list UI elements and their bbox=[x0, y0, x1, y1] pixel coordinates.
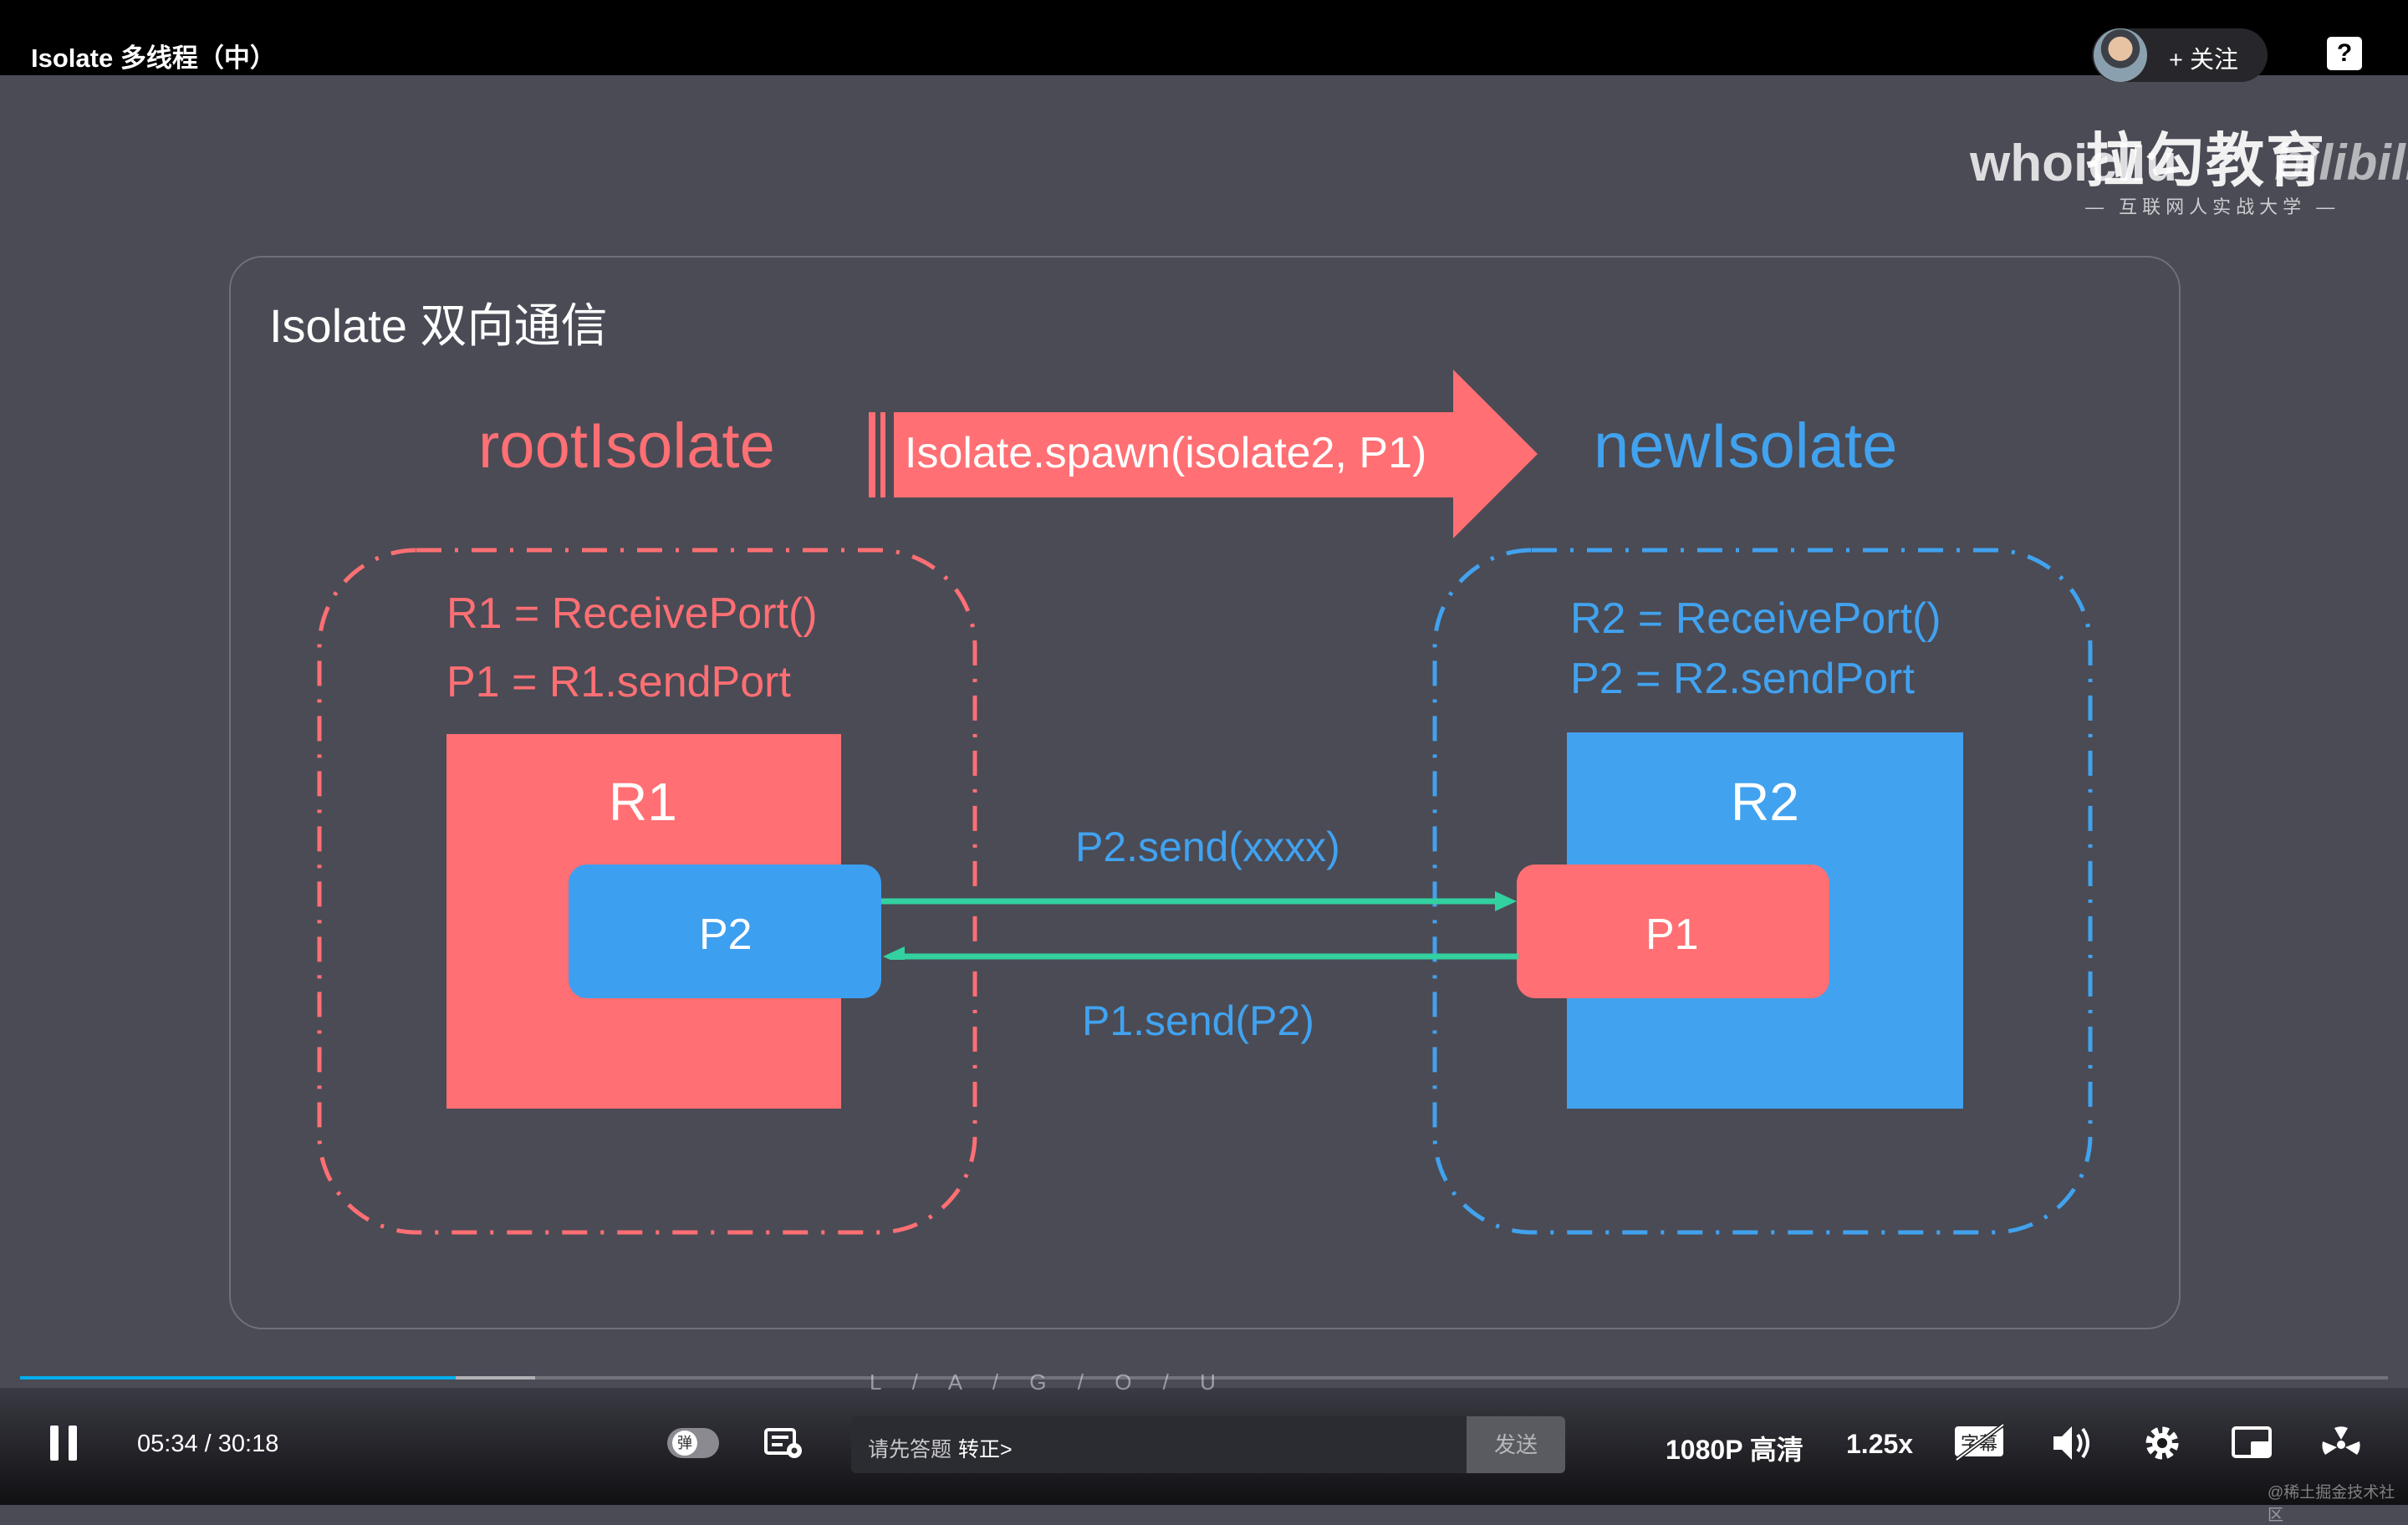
uploader-avatar[interactable] bbox=[2094, 28, 2147, 82]
danmaku-settings-icon[interactable] bbox=[764, 1426, 804, 1460]
root-isolate-label: rootIsolate bbox=[478, 411, 775, 482]
lagou-watermark: L / A / G / O / U bbox=[870, 1369, 1216, 1395]
picture-in-picture-icon[interactable] bbox=[2231, 1421, 2274, 1469]
watermark-bilibili-logo: bilibili bbox=[2274, 135, 2408, 191]
watermark-brand: 拉勾教育 bbox=[2085, 128, 2326, 193]
reply-message-label: P1.send(P2) bbox=[1082, 997, 1314, 1044]
spawn-call-label: Isolate.spawn(isolate2, P1) bbox=[905, 429, 1427, 477]
fullscreen-icon[interactable] bbox=[2319, 1421, 2363, 1469]
send-danmaku-button[interactable]: 发送 bbox=[1467, 1416, 1565, 1473]
playback-time: 05:34 / 30:18 bbox=[137, 1431, 278, 1458]
danmaku-input[interactable] bbox=[851, 1416, 1467, 1473]
new-isolate-label: newIsolate bbox=[1594, 411, 1898, 482]
quality-selector[interactable]: 1080P 高清 bbox=[1666, 1435, 1803, 1465]
root-code-line2: P1 = R1.sendPort bbox=[446, 658, 791, 706]
p1-send-port-box bbox=[1517, 865, 1829, 998]
r2-label: R2 bbox=[1731, 772, 1799, 832]
top-bar bbox=[0, 0, 2408, 75]
watermark-username: whoiclIu bbox=[1970, 135, 2177, 192]
root-isolate-boundary bbox=[317, 548, 977, 1235]
subtitle-icon[interactable]: 字幕 bbox=[1953, 1421, 2007, 1469]
current-time: 05:34 bbox=[137, 1431, 198, 1457]
new-isolate-boundary bbox=[1432, 548, 2093, 1235]
progress-fill[interactable] bbox=[20, 1376, 456, 1380]
total-time: 30:18 bbox=[217, 1431, 279, 1457]
danmaku-placeholder: 请先答题 bbox=[868, 1438, 952, 1461]
root-code-line1: R1 = ReceivePort() bbox=[446, 589, 818, 638]
slide-title: Isolate 双向通信 bbox=[269, 299, 608, 352]
forward-message-label: P2.send(xxxx) bbox=[1075, 824, 1340, 870]
p1-label: P1 bbox=[1645, 910, 1699, 959]
speed-selector[interactable]: 1.25x bbox=[1846, 1429, 1914, 1459]
danmaku-toggle-knob[interactable]: 弹 bbox=[672, 1431, 697, 1456]
footer-credit: @稀土掘金技术社区 bbox=[2268, 1484, 2395, 1524]
new-code-line1: R2 = ReceivePort() bbox=[1570, 594, 1941, 643]
spawn-arrow bbox=[869, 370, 1538, 538]
time-separator: / bbox=[204, 1431, 212, 1457]
p2-label: P2 bbox=[699, 910, 752, 959]
help-icon[interactable]: ? bbox=[2327, 37, 2362, 70]
follow-button[interactable]: + 关注 bbox=[2169, 47, 2238, 74]
new-code-line2: P2 = R2.sendPort bbox=[1570, 655, 1915, 703]
slide-frame bbox=[229, 256, 2181, 1329]
progress-track[interactable] bbox=[20, 1376, 2388, 1380]
message-arrows bbox=[881, 891, 1518, 960]
settings-gear-icon[interactable] bbox=[2140, 1421, 2184, 1469]
p2-send-port-box bbox=[569, 865, 881, 998]
become-member-link[interactable]: 转正> bbox=[958, 1438, 1013, 1461]
volume-icon[interactable] bbox=[2050, 1421, 2095, 1469]
pause-icon[interactable] bbox=[50, 1426, 79, 1461]
watermark-slogan: — 互联网人实战大学 — bbox=[2085, 196, 2340, 217]
r1-label: R1 bbox=[609, 772, 677, 832]
video-title: Isolate 多线程（中） bbox=[31, 43, 276, 73]
